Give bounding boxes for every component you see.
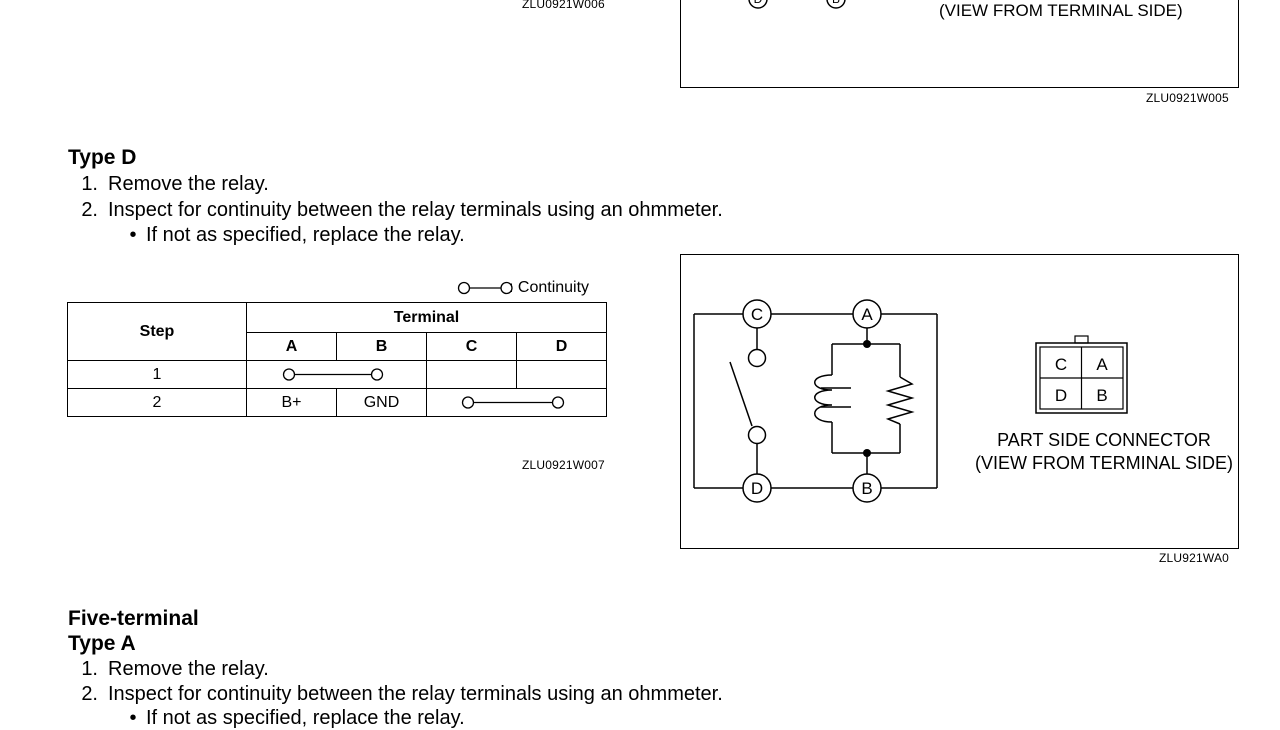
top-connector-caption: (VIEW FROM TERMINAL SIDE) [939,1,1183,20]
five-terminal-step-2: 2. Inspect for continuity between the rel… [68,682,723,706]
table-row: 2 B+ GND [67,388,607,417]
cell-b: GND [336,388,427,417]
step-number: 1. [81,658,98,680]
bullet-dot-icon: • [129,224,137,246]
terminal-col-a: A [246,332,337,361]
step-number: 2. [81,683,98,705]
terminal-d-label: D [751,479,763,498]
terminal-c-label: C [751,305,763,324]
connector-caption-line-2: (VIEW FROM TERMINAL SIDE) [974,453,1233,473]
connector-cell-b: B [1096,386,1107,405]
junction-dot-icon [863,449,871,457]
type-d-heading: Type D [68,146,137,169]
step-header: Step [67,302,247,361]
row-step: 1 [67,360,247,389]
terminal-b-label: B [861,479,872,498]
connector-grid: C A D B [1055,355,1108,405]
continuity-cell-a-b [246,360,427,389]
terminal-header: Terminal [246,302,607,333]
figure-code-wa0: ZLU921WA0 [1159,551,1230,565]
step-text: Inspect for continuity between the relay… [108,199,723,221]
top-terminal-b-label: B [832,0,840,6]
continuity-symbol-icon [457,281,513,295]
connector-caption-line-1: PART SIDE CONNECTOR [997,430,1211,450]
connector-cell-a: A [1096,355,1108,374]
bullet-dot-icon: • [129,707,137,729]
junction-dot-icon [863,340,871,348]
five-terminal-step-1: 1. Remove the relay. [68,657,269,681]
continuity-legend-text: : Continuity [509,279,590,297]
top-terminal-symbols: D B [748,0,846,9]
bullet-text: If not as specified, replace the relay. [146,224,465,246]
relay-diagram-frame: C A D B C A D B PART SIDE CONNECTOR (VIE… [680,254,1239,549]
connector-cell-d: D [1055,386,1067,405]
continuity-line-icon [282,368,384,381]
step-text: Remove the relay. [108,173,269,195]
top-terminal-d-label: D [754,0,763,6]
continuity-line-icon [461,396,565,409]
relay-circuit-diagram: C A D B C A D B [693,299,1128,503]
five-terminal-bullet: • If not as specified, replace the relay. [120,706,465,730]
step-text: Inspect for continuity between the relay… [108,683,723,705]
continuity-cell-c-d [426,388,607,417]
type-d-step-1: 1. Remove the relay. [68,172,269,196]
figure-code-w006: ZLU0921W006 [522,0,605,11]
step-number: 2. [81,199,98,221]
cell-a: B+ [246,388,337,417]
connector-cell-c: C [1055,355,1067,374]
terminal-col-b: B [336,332,427,361]
type-d-step-2: 2. Inspect for continuity between the rel… [68,198,723,222]
five-terminal-heading: Five-terminal [68,607,199,630]
terminal-col-c: C [426,332,517,361]
step-text: Remove the relay. [108,658,269,680]
figure-code-w005: ZLU0921W005 [1146,91,1229,105]
terminal-col-d: D [516,332,607,361]
cell-d [516,360,607,389]
table-row: 1 [67,360,607,389]
continuity-legend: : Continuity [455,278,589,298]
step-number: 1. [81,173,98,195]
figure-code-w007: ZLU0921W007 [522,458,605,472]
continuity-table: Step Terminal A B C D 1 2 B+ GND [67,302,607,417]
cell-c [426,360,517,389]
bullet-text: If not as specified, replace the relay. [146,707,465,729]
row-step: 2 [67,388,247,417]
top-figure-frame: D B (VIEW FROM TERMINAL SIDE) [680,0,1239,88]
five-terminal-type-a-heading: Type A [68,632,136,655]
type-d-bullet: • If not as specified, replace the relay. [120,223,465,247]
terminal-a-label: A [861,305,873,324]
